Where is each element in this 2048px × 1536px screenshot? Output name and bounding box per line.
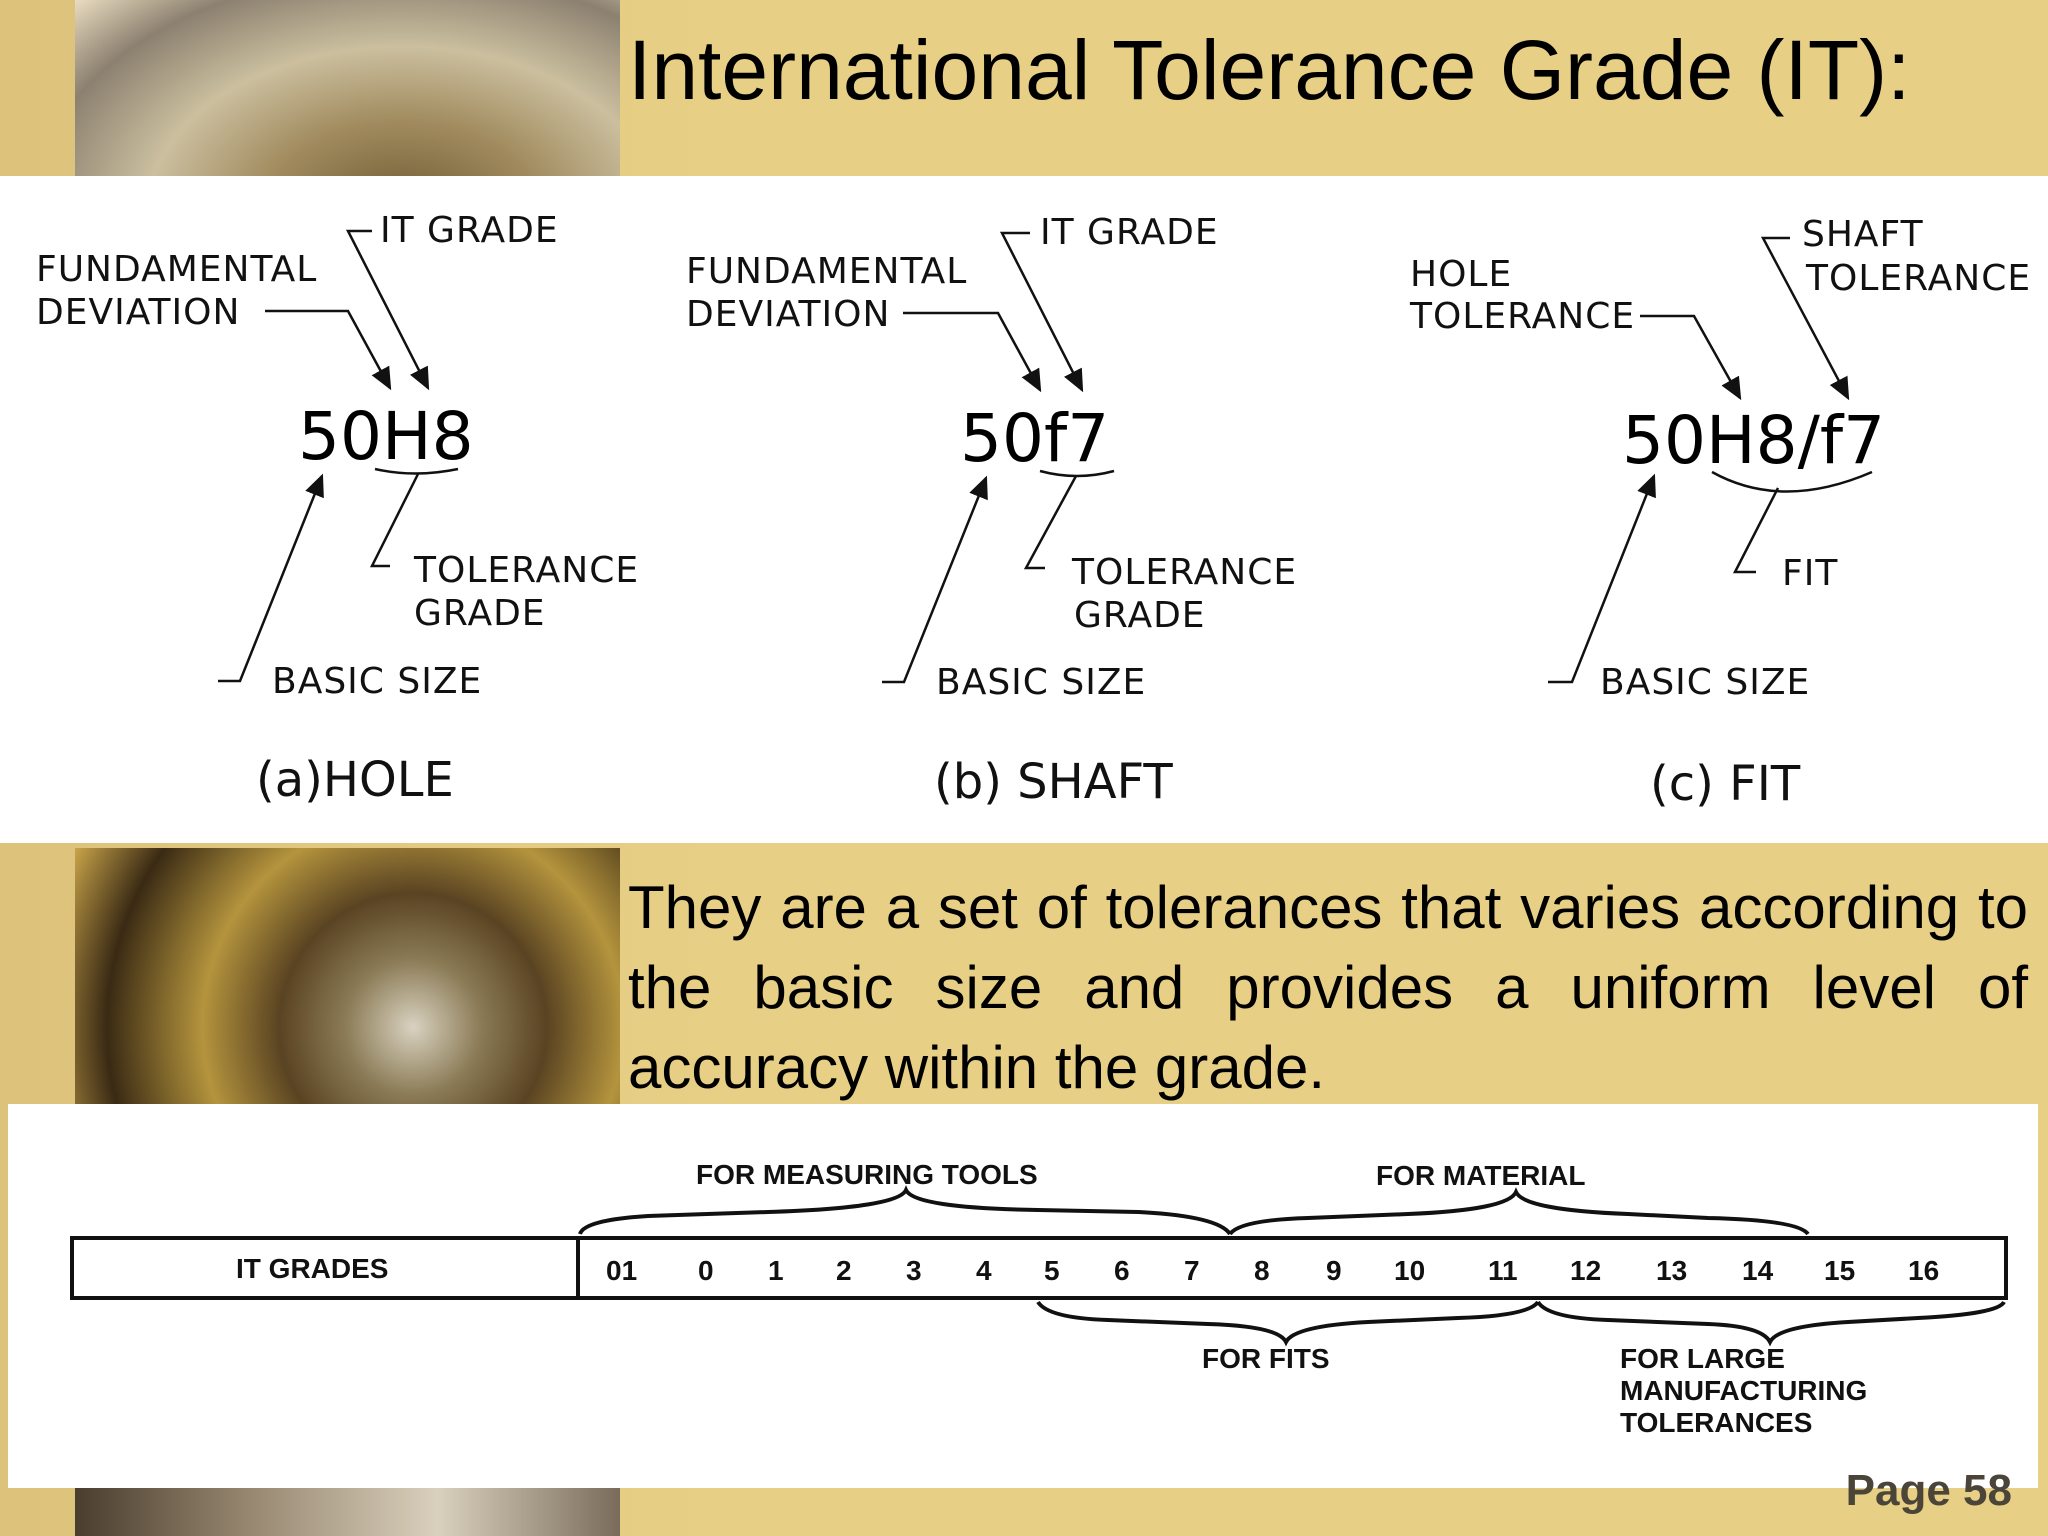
material-label: FOR MATERIAL <box>1376 1160 1585 1191</box>
hole-designation: 50H8 <box>298 398 474 475</box>
basic-size-label: BASIC SIZE <box>1600 662 1810 703</box>
deviation-label: DEVIATION <box>686 294 890 335</box>
fit-diagram: HOLE TOLERANCE SHAFT TOLERANCE 50H8/f7 F… <box>1409 214 2031 812</box>
grade-cell: 10 <box>1394 1255 1425 1286</box>
deviation-label: DEVIATION <box>36 292 240 333</box>
watch-photo-bottom <box>75 1488 620 1536</box>
grade-cell: 16 <box>1908 1255 1939 1286</box>
large-mfg-label-2: MANUFACTURING <box>1620 1375 1867 1406</box>
measuring-tools-label: FOR MEASURING TOOLS <box>696 1159 1038 1190</box>
tolerance-label: TOLERANCE <box>1071 552 1297 593</box>
shaft-designation: 50f7 <box>960 400 1109 477</box>
slide-title: International Tolerance Grade (IT): <box>628 23 1911 117</box>
hole-caption: (a)HOLE <box>256 752 454 808</box>
grade-cell: 1 <box>768 1255 784 1286</box>
fit-designation: 50H8/f7 <box>1622 402 1885 479</box>
grade-label: GRADE <box>414 593 546 634</box>
grade-cell: 14 <box>1742 1255 1774 1286</box>
grade-cell: 01 <box>606 1255 637 1286</box>
grade-cell: 4 <box>976 1255 992 1286</box>
grade-cell: 2 <box>836 1255 852 1286</box>
basic-size-label: BASIC SIZE <box>272 661 482 702</box>
tolerance-diagrams: IT GRADE FUNDAMENTAL DEVIATION 50H8 TOLE… <box>36 210 2031 812</box>
it-grade-label: IT GRADE <box>380 210 559 251</box>
grade-cell: 3 <box>906 1255 922 1286</box>
large-mfg-label-1: FOR LARGE <box>1620 1343 1785 1374</box>
grade-cell: 8 <box>1254 1255 1270 1286</box>
it-grades-diagram: IT GRADES 01 0 1 2 3 4 5 6 7 8 9 10 11 1… <box>70 1159 2008 1438</box>
grade-cell: 6 <box>1114 1255 1130 1286</box>
grade-numbers: 01 0 1 2 3 4 5 6 7 8 9 10 11 12 13 14 15… <box>606 1255 1939 1286</box>
shaft-caption: (b) SHAFT <box>934 754 1173 810</box>
shaft-diagram: IT GRADE FUNDAMENTAL DEVIATION 50f7 TOLE… <box>686 212 1297 810</box>
fit-label: FIT <box>1782 553 1838 594</box>
tolerance-label: TOLERANCE <box>413 550 639 591</box>
hole-label: HOLE <box>1410 254 1512 295</box>
basic-size-label: BASIC SIZE <box>936 662 1146 703</box>
gears-photo <box>75 848 620 1104</box>
grade-cell: 12 <box>1570 1255 1601 1286</box>
grade-cell: 13 <box>1656 1255 1687 1286</box>
hole-diagram: IT GRADE FUNDAMENTAL DEVIATION 50H8 TOLE… <box>36 210 639 808</box>
large-mfg-label-3: TOLERANCES <box>1620 1407 1812 1438</box>
grade-cell: 9 <box>1326 1255 1342 1286</box>
fundamental-label: FUNDAMENTAL <box>36 249 317 290</box>
grade-label: GRADE <box>1074 595 1206 636</box>
shaft-tolerance-label: TOLERANCE <box>1805 258 2031 299</box>
it-grades-panel: IT GRADES 01 0 1 2 3 4 5 6 7 8 9 10 11 1… <box>8 1104 2038 1488</box>
grade-cell: 11 <box>1488 1255 1518 1286</box>
page-number: Page 58 <box>1845 1466 2012 1515</box>
grade-cell: 15 <box>1824 1255 1855 1286</box>
it-grade-label: IT GRADE <box>1040 212 1219 253</box>
hole-tolerance-label: TOLERANCE <box>1409 296 1635 337</box>
watch-photo-top <box>75 0 620 176</box>
tolerance-diagrams-panel: IT GRADE FUNDAMENTAL DEVIATION 50H8 TOLE… <box>0 176 2048 843</box>
grade-cell: 5 <box>1044 1255 1060 1286</box>
description-paragraph: They are a set of tolerances that varies… <box>628 874 2028 1101</box>
fundamental-label: FUNDAMENTAL <box>686 251 967 292</box>
fit-caption: (c) FIT <box>1650 756 1801 812</box>
grade-cell: 7 <box>1184 1255 1200 1286</box>
grade-cell: 0 <box>698 1255 714 1286</box>
it-grades-row-label: IT GRADES <box>236 1253 388 1284</box>
shaft-label: SHAFT <box>1802 214 1924 255</box>
fits-label: FOR FITS <box>1202 1343 1330 1374</box>
